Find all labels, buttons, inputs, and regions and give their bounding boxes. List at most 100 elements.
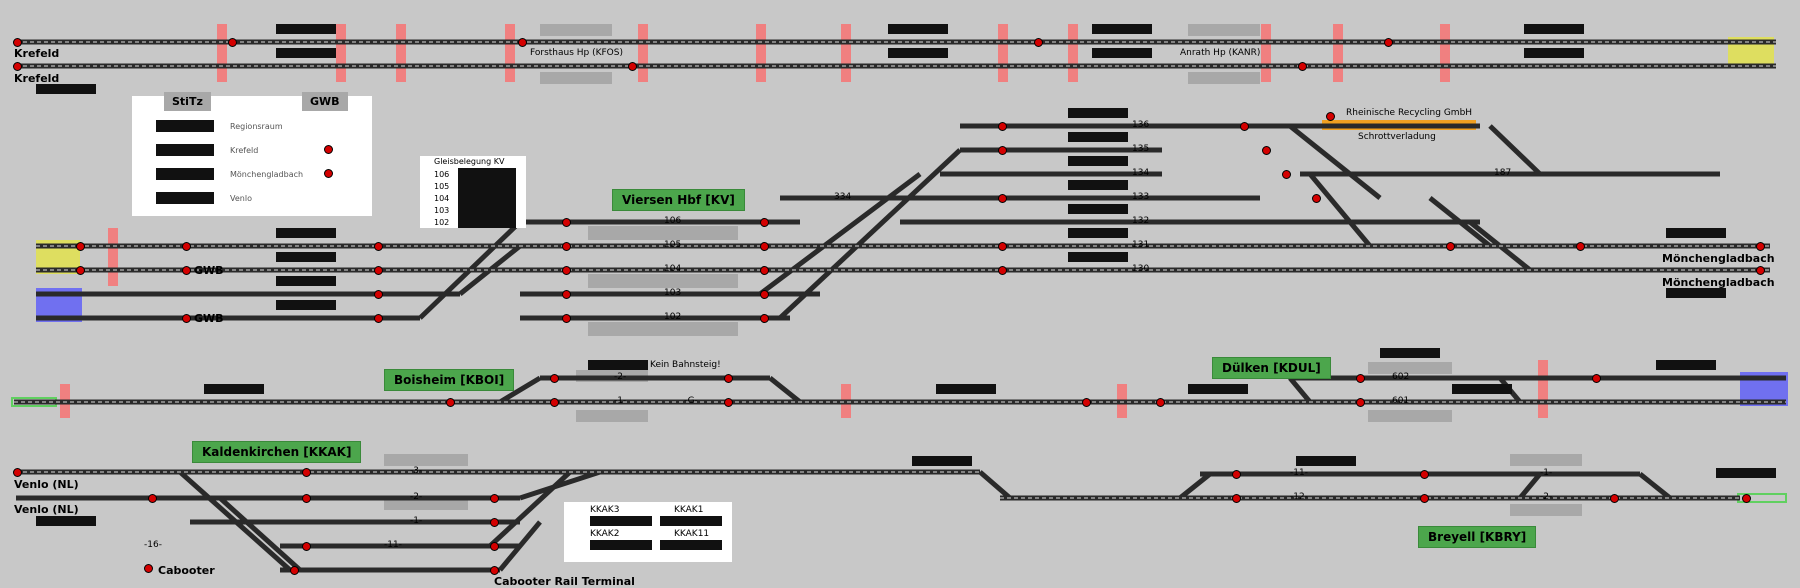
- signal[interactable]: [228, 38, 237, 47]
- signal[interactable]: [374, 314, 383, 323]
- train-number-display: [1524, 24, 1584, 34]
- signal[interactable]: [550, 398, 559, 407]
- track: [1428, 196, 1492, 248]
- place-krefeld-1: Krefeld: [14, 47, 60, 60]
- signal[interactable]: [518, 38, 527, 47]
- signal[interactable]: [1420, 470, 1429, 479]
- signal[interactable]: [998, 122, 1007, 131]
- signal[interactable]: [1446, 242, 1455, 251]
- train-number-display: [1068, 132, 1128, 142]
- place-moenchengladbach-1: Mönchengladbach: [1662, 252, 1775, 265]
- signal[interactable]: [446, 398, 455, 407]
- kkak-item: KKAK2: [590, 529, 620, 539]
- signal[interactable]: [562, 242, 571, 251]
- station-dulken[interactable]: Dülken [KDUL]: [1212, 357, 1331, 379]
- kkak-item: KKAK11: [674, 529, 710, 539]
- signal[interactable]: [1610, 494, 1619, 503]
- signal[interactable]: [182, 314, 191, 323]
- signal[interactable]: [1742, 494, 1751, 503]
- signal[interactable]: [1326, 112, 1335, 121]
- signal[interactable]: [760, 218, 769, 227]
- signal[interactable]: [76, 242, 85, 251]
- signal[interactable]: [490, 518, 499, 527]
- signal[interactable]: [998, 194, 1007, 203]
- signal[interactable]: [76, 266, 85, 275]
- signal[interactable]: [1262, 146, 1271, 155]
- train-number-display: [276, 276, 336, 286]
- station-boisheim[interactable]: Boisheim [KBOI]: [384, 369, 515, 391]
- signal[interactable]: [302, 468, 311, 477]
- signal[interactable]: [562, 218, 571, 227]
- signal[interactable]: [1384, 38, 1393, 47]
- signal[interactable]: [490, 494, 499, 503]
- signal[interactable]: [998, 266, 1007, 275]
- track: [768, 376, 802, 404]
- legend-counter: [156, 120, 214, 132]
- signal[interactable]: [1156, 398, 1165, 407]
- signal[interactable]: [490, 566, 499, 575]
- signal[interactable]: [1298, 62, 1307, 71]
- place-krefeld-2: Krefeld: [14, 72, 60, 85]
- signal[interactable]: [1356, 398, 1365, 407]
- platform: [1188, 72, 1260, 84]
- signal[interactable]: [998, 242, 1007, 251]
- signal[interactable]: [490, 542, 499, 551]
- station-kaldenkirchen[interactable]: Kaldenkirchen [KKAK]: [192, 441, 362, 463]
- yard-track-number: 132: [1132, 216, 1150, 226]
- signal[interactable]: [562, 266, 571, 275]
- track-number: -2-: [614, 372, 627, 382]
- signal[interactable]: [182, 266, 191, 275]
- signal[interactable]: [1282, 170, 1291, 179]
- signal[interactable]: [550, 374, 559, 383]
- signal[interactable]: [13, 468, 22, 477]
- signal[interactable]: [1356, 374, 1365, 383]
- signal[interactable]: [1232, 470, 1241, 479]
- station-viersen[interactable]: Viersen Hbf [KV]: [612, 189, 745, 211]
- tab-stitz[interactable]: StiTz: [164, 92, 211, 111]
- signal[interactable]: [724, 398, 733, 407]
- signal[interactable]: [1240, 122, 1249, 131]
- block-marker: [1333, 24, 1343, 82]
- signal[interactable]: [1232, 494, 1241, 503]
- signal[interactable]: [760, 314, 769, 323]
- signal[interactable]: [760, 242, 769, 251]
- signal[interactable]: [374, 290, 383, 299]
- track-number: -16-: [144, 540, 162, 550]
- tab-gwb[interactable]: GWB: [302, 92, 348, 111]
- track-number: -2-: [1540, 492, 1553, 502]
- signal[interactable]: [1420, 494, 1429, 503]
- train-number-display: [1068, 180, 1128, 190]
- platform: [1510, 504, 1582, 516]
- signal[interactable]: [562, 314, 571, 323]
- signal[interactable]: [144, 564, 153, 573]
- track: [1288, 376, 1312, 404]
- signal[interactable]: [1592, 374, 1601, 383]
- signal[interactable]: [628, 62, 637, 71]
- signal[interactable]: [374, 242, 383, 251]
- signal[interactable]: [13, 38, 22, 47]
- signal[interactable]: [1576, 242, 1585, 251]
- signal[interactable]: [290, 566, 299, 575]
- signal[interactable]: [760, 290, 769, 299]
- signal[interactable]: [1312, 194, 1321, 203]
- signal[interactable]: [1756, 242, 1765, 251]
- signal[interactable]: [562, 290, 571, 299]
- signal[interactable]: [148, 494, 157, 503]
- signal[interactable]: [1034, 38, 1043, 47]
- legend-row-0: Regionsraum: [230, 122, 283, 131]
- signal[interactable]: [302, 494, 311, 503]
- signal[interactable]: [182, 242, 191, 251]
- signal[interactable]: [998, 146, 1007, 155]
- signal[interactable]: [724, 374, 733, 383]
- signal[interactable]: [1082, 398, 1091, 407]
- train-number-display: [1188, 384, 1248, 394]
- signal[interactable]: [374, 266, 383, 275]
- signal[interactable]: [1756, 266, 1765, 275]
- platform: [1368, 410, 1452, 422]
- signal[interactable]: [13, 62, 22, 71]
- signal[interactable]: [760, 266, 769, 275]
- station-breyell[interactable]: Breyell [KBRY]: [1418, 526, 1537, 548]
- train-number-display: [936, 384, 996, 394]
- block-marker: [505, 24, 515, 82]
- signal[interactable]: [302, 542, 311, 551]
